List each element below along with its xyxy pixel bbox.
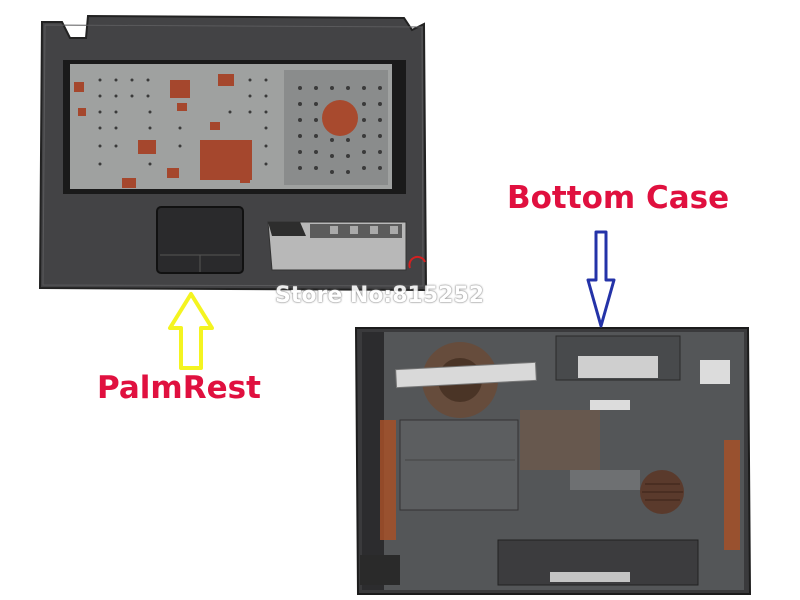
shield-round-hole [322,100,358,136]
touchpad [156,206,244,274]
shield-holes [98,78,382,174]
store-watermark: Store No:815252 [275,283,485,308]
bottom-case-label: Bottom Case [507,180,730,216]
bottom-case-arrow [586,230,616,328]
palmrest-label: PalmRest [97,370,261,406]
shield-cutouts [74,74,252,188]
flat-cable [395,361,537,389]
palmrest-arrow [168,292,214,370]
hdd-bay [399,419,519,511]
